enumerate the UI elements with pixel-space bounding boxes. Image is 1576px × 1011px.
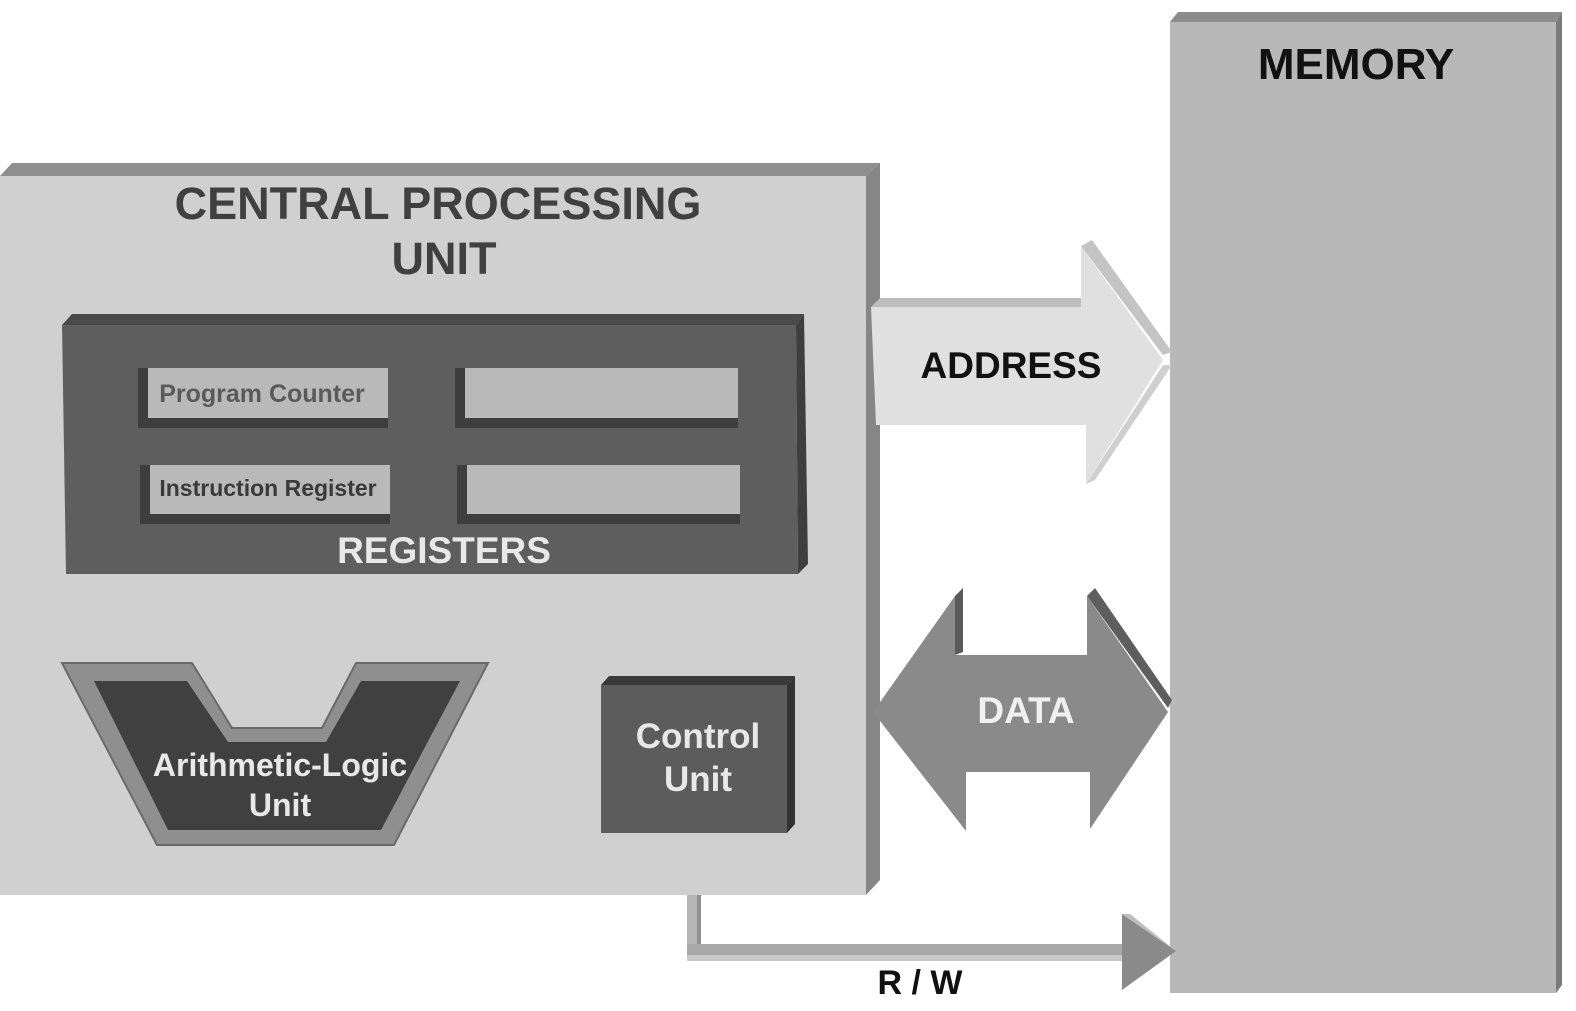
- control-unit-block: Control Unit: [601, 676, 795, 833]
- empty-register-1: [455, 368, 738, 428]
- register-slot: [148, 368, 388, 418]
- register-shadow: [457, 465, 740, 524]
- rw-arrowhead: [1122, 914, 1176, 990]
- control-unit-label-line1: Control: [636, 717, 760, 756]
- alu-face: [94, 681, 460, 830]
- register-shadow: [455, 368, 738, 428]
- rw-arrowhead-bevel: [1122, 914, 1176, 951]
- memory-face: [1170, 22, 1556, 993]
- register-slot: [467, 465, 740, 514]
- control-unit-top-edge: [601, 676, 795, 685]
- data-arrow-left-bevel: [955, 588, 963, 655]
- cpu-top-edge: [0, 163, 880, 176]
- memory-block: MEMORY: [1170, 12, 1562, 993]
- control-unit-right-edge: [787, 676, 795, 833]
- data-arrow-right-bevel: [1087, 588, 1172, 708]
- register-shadow: [140, 465, 390, 524]
- register-slot: [150, 465, 390, 514]
- registers-label: REGISTERS: [337, 530, 551, 571]
- instruction-register: Instruction Register: [140, 465, 390, 524]
- address-arrow-head-bevel: [1081, 240, 1172, 355]
- rw-label: R / W: [878, 964, 964, 1002]
- address-bus-arrow: ADDRESS: [871, 240, 1172, 484]
- registers-block: Program Counter Instruction Register REG…: [62, 314, 808, 574]
- address-label: ADDRESS: [921, 345, 1102, 386]
- registers-right-edge: [796, 314, 808, 574]
- address-arrow-lower-bevel: [1086, 365, 1172, 484]
- register-shadow: [138, 368, 388, 428]
- memory-top-edge: [1170, 12, 1562, 22]
- rw-horizontal-line: [687, 944, 1127, 958]
- data-bus-arrow: DATA: [873, 588, 1172, 831]
- control-unit-label-line2: Unit: [664, 760, 732, 799]
- rw-horizontal-shadow: [687, 955, 1127, 961]
- control-unit-face: [601, 685, 787, 833]
- program-counter-label: Program Counter: [159, 380, 365, 408]
- alu-block: Arithmetic-Logic Unit: [60, 662, 490, 846]
- address-arrow-face: [871, 246, 1163, 484]
- alu-label-line1: Arithmetic-Logic: [153, 747, 407, 783]
- cpu-title-line1: CENTRAL PROCESSING: [175, 178, 702, 229]
- empty-register-2: [457, 465, 740, 524]
- memory-label: MEMORY: [1258, 40, 1454, 89]
- register-slot: [465, 368, 738, 418]
- program-counter-register: Program Counter: [138, 368, 388, 428]
- cpu-right-edge: [866, 163, 880, 895]
- alu-label-line2: Unit: [249, 787, 312, 823]
- data-label: DATA: [977, 690, 1074, 731]
- address-arrow-top-bevel: [871, 298, 1081, 307]
- rw-signal-arrow: R / W: [687, 895, 1176, 1002]
- memory-right-edge: [1556, 12, 1562, 993]
- cpu-title-line2: UNIT: [392, 233, 497, 284]
- data-arrow-face: [873, 596, 1168, 831]
- rw-vertical-shadow: [697, 895, 701, 955]
- registers-top-edge: [62, 314, 804, 325]
- instruction-register-label: Instruction Register: [159, 475, 376, 501]
